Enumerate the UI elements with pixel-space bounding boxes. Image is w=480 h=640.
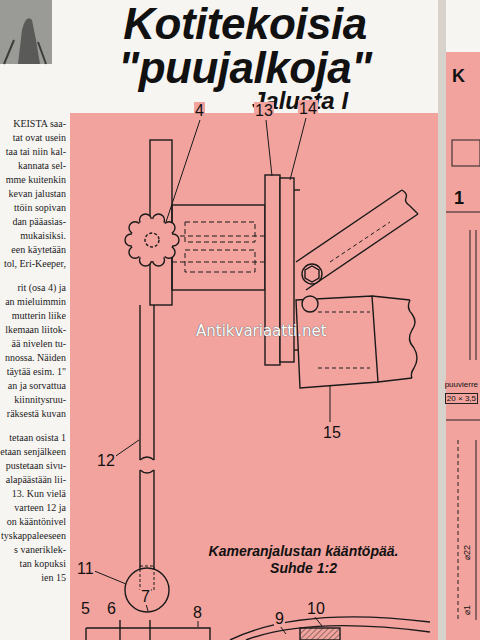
photo <box>0 0 52 64</box>
callout-number: 11 <box>76 560 95 577</box>
body-text-fragment: KEISTA saa- <box>0 118 66 129</box>
watermark: Antikvariaatti.net <box>196 322 327 340</box>
page-title: Kotitekoisia "puujalkoja" <box>80 2 410 90</box>
callout-number: 4 <box>194 102 205 119</box>
body-text-fragment: ää nivelen tu- <box>0 338 66 349</box>
body-text-fragment: tat ovat usein <box>0 132 66 143</box>
body-text-fragment: mukaisiksi. <box>0 230 66 241</box>
figure-caption: Kameranjalustan kääntöpää. Suhde 1:2 <box>196 543 411 577</box>
body-text-fragment: dan pääasias- <box>0 216 66 227</box>
body-text-fragment: nnossa. Näiden <box>0 352 66 363</box>
right-page-text: K <box>452 66 465 87</box>
callout-number: 13 <box>254 102 274 119</box>
callout-number: 7 <box>140 588 151 605</box>
body-text-fragment: een käytetään <box>0 244 66 255</box>
body-text-fragment: taa tai niin kal- <box>0 146 66 157</box>
body-text-fragment: varteen 12 ja <box>0 502 66 513</box>
body-text-fragment: an ja sorvattua <box>0 380 66 391</box>
body-text-fragment: an mieluimmin <box>0 296 66 307</box>
body-text-fragment: mutterin liike <box>0 310 66 321</box>
dimension-label: ⌀1 <box>462 605 472 615</box>
body-text-fragment: etaan senjälkeen <box>0 446 66 457</box>
callout-number: 12 <box>96 452 116 469</box>
dimension-label: ⌀22 <box>462 545 472 560</box>
body-text-fragment: tetaan osista 1 <box>0 432 66 443</box>
body-text-fragment: s vaneriklek- <box>0 544 66 555</box>
body-text-fragment: ien 15 <box>0 572 66 583</box>
drawing-panel <box>70 113 438 640</box>
body-text-fragment: räksestä kuvan <box>0 408 66 419</box>
knob-body <box>131 219 173 261</box>
body-text-fragment: on kääntönivel <box>0 516 66 527</box>
camera-head-drawing <box>86 140 430 640</box>
callout-number: 8 <box>192 604 203 621</box>
callout-number: 15 <box>322 424 342 441</box>
callout-number: 5 <box>80 600 91 617</box>
callout-number: 9 <box>274 610 285 627</box>
callout-number: 1 <box>454 188 464 209</box>
body-text-fragment: täytää esim. 1" <box>0 366 66 377</box>
callout-number: 14 <box>298 100 318 117</box>
right-page-panel <box>446 52 480 640</box>
body-text-fragment: tan kopuksi <box>0 558 66 569</box>
body-text-fragment: rit (osa 4) ja <box>0 282 66 293</box>
body-text-fragment: alapäästään lii- <box>0 474 66 485</box>
body-text-fragment: kiinnitysruu- <box>0 394 66 405</box>
body-text-fragment: pustetaan sivu- <box>0 460 66 471</box>
body-text-fragment: lkemaan liitok- <box>0 324 66 335</box>
knob <box>125 214 179 266</box>
dimension-label: puuvierre <box>445 380 478 389</box>
callout-number: 6 <box>106 600 117 617</box>
body-text-fragment: mme kuitenkin <box>0 174 66 185</box>
knob-hub <box>145 233 159 247</box>
body-text-fragment: ttöin sopivan <box>0 202 66 213</box>
callout-number: 10 <box>306 600 326 617</box>
body-text-fragment: kannata sel- <box>0 160 66 171</box>
body-text-fragment: tyskappaleeseen <box>0 530 66 541</box>
dimension-label: 20 × 3,5 <box>445 393 478 404</box>
body-text-fragment: kevan jalustan <box>0 188 66 199</box>
body-text-fragment: 13. Kun vielä <box>0 488 66 499</box>
body-text-fragment: tol, Eri-Keeper, <box>0 258 66 269</box>
